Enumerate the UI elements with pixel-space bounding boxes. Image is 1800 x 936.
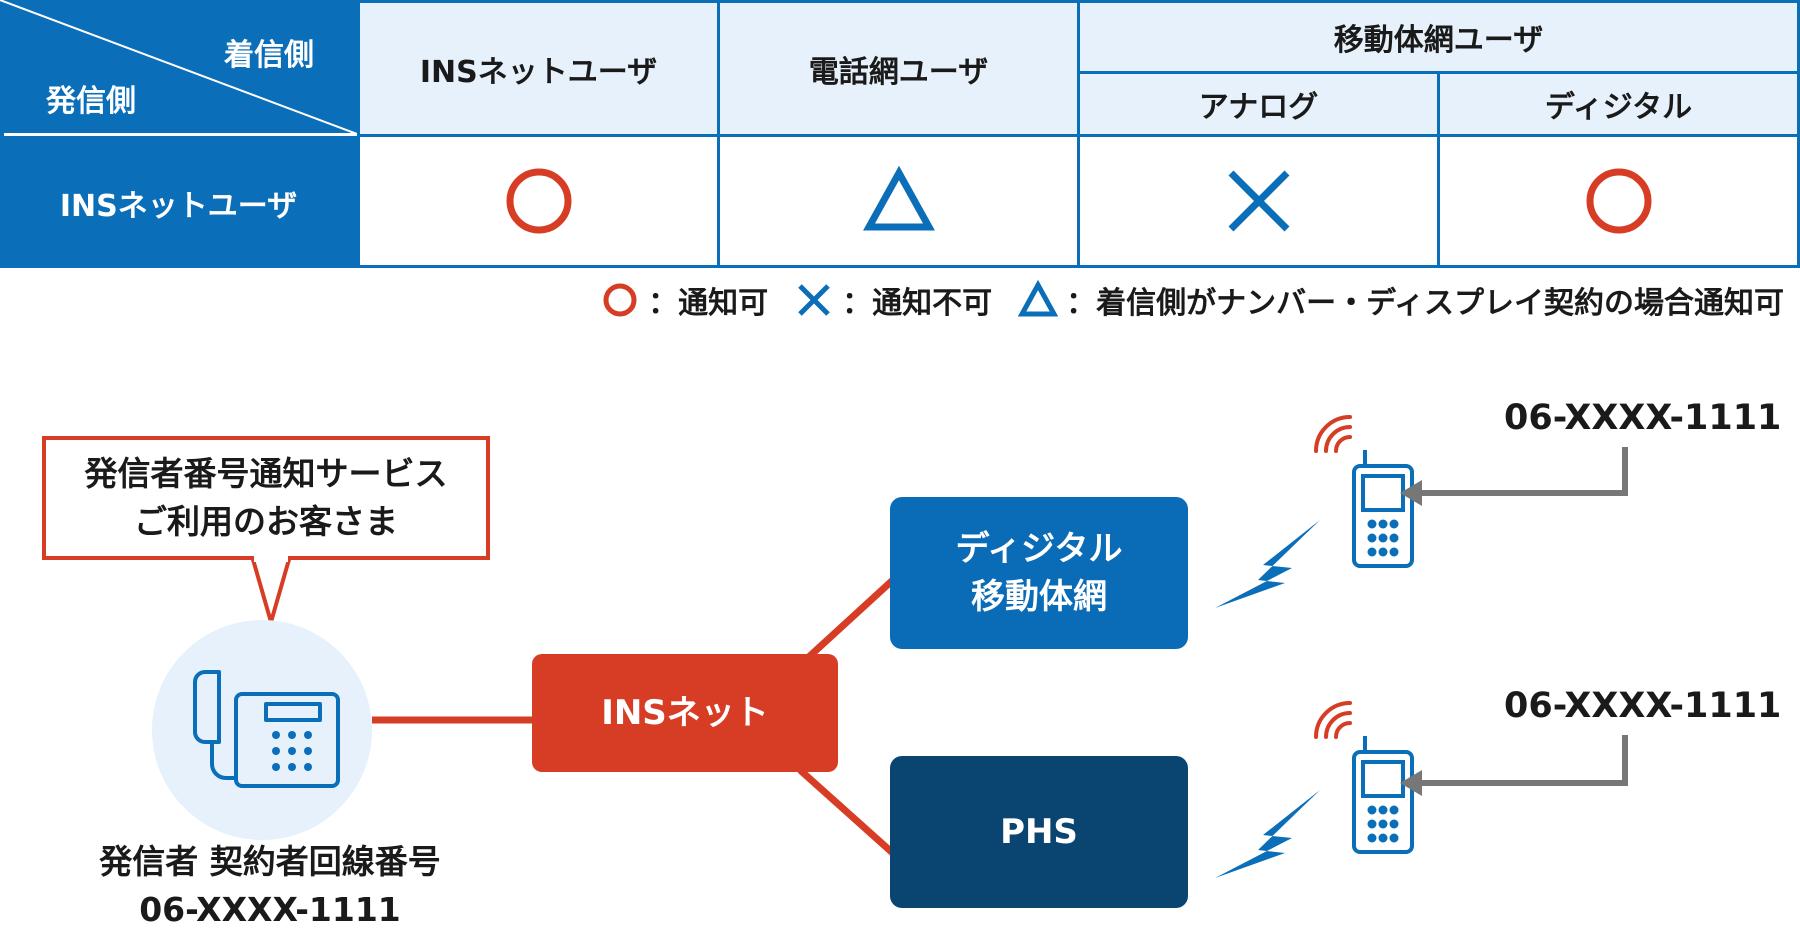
number-bottom: 06-XXXX-1111 [1504,686,1782,726]
circle-mark-icon [603,283,637,317]
callout-pointer [249,554,293,630]
corner-sender-label: 発信側 [46,84,136,119]
line-ins-phs [797,767,898,858]
legend-item-triangle: ：着信側がナンバー・ディスプレイ契約の場合通知可 [1018,278,1784,322]
callout-line1: 発信者番号通知サービス [84,454,448,493]
lightning-bolt-icon [1215,790,1320,878]
signal-waves-icon [1314,415,1352,453]
caller-line1: 発信者 契約者回線番号 [99,842,441,881]
digital-line1: ディジタル [955,529,1123,569]
circle-mark-icon [1586,168,1651,234]
cell-ins-to-ins [360,137,717,265]
circle-mark-icon [506,168,571,234]
cell-ins-to-digital [1440,137,1797,265]
caller-number: 06-XXXX-1111 [139,890,401,929]
ins-net-box: INSネット [532,654,838,772]
digital-mobile-box: ディジタル 移動体網 [890,497,1188,649]
mobile-phone-icon [1352,450,1414,568]
corner-divider [4,133,357,136]
corner-diagonal [0,0,357,134]
header-ins-user: INSネットユーザ [360,3,717,134]
phs-label: PHS [1000,812,1078,852]
cell-ins-to-analog [1080,137,1437,265]
legend-text-cross: ：通知不可 [842,286,993,321]
caller-label: 発信者 契約者回線番号 06-XXXX-1111 [40,838,500,934]
cross-mark-icon [1228,170,1289,232]
digital-line2: 移動体網 [971,577,1107,617]
callout-pointer-join [254,554,288,562]
lightning-bolt-icon [1215,520,1320,608]
service-callout: 発信者番号通知サービス ご利用のお客さま [42,436,490,560]
legend-item-circle: ：通知可 [600,278,768,322]
legend-item-cross: ：通知不可 [794,278,992,322]
row-header-ins-user: INSネットユーザ [59,188,298,224]
desk-phone-icon [193,670,340,788]
legend-text-triangle: ：着信側がナンバー・ディスプレイ契約の場合通知可 [1066,286,1784,321]
cell-ins-to-phone [720,137,1077,265]
callout-line2: ご利用のお客さま [134,502,398,541]
signal-waves-icon [1314,701,1352,739]
header-mobile-digital: ディジタル [1440,74,1797,134]
header-phone-user: 電話網ユーザ [720,3,1077,134]
line-ins-digital [797,575,898,668]
notification-table: 着信側 発信側 INSネットユーザ 電話網ユーザ 移動体網ユーザ アナログ ディ… [0,0,1800,268]
header-mobile-analog: アナログ [1080,74,1437,134]
ins-net-label: INSネット [601,693,769,733]
legend-text-circle: ：通知可 [648,286,769,321]
legend: ：通知可 ：通知不可 ：着信側がナンバー・ディスプレイ契約の場合通知可 [574,278,1784,322]
triangle-mark-icon [862,165,935,231]
arrow-left-icon [1400,735,1628,796]
number-top: 06-XXXX-1111 [1504,398,1782,438]
phs-box: PHS [890,756,1188,908]
cross-mark-icon [798,284,830,316]
arrow-left-icon [1400,447,1628,506]
triangle-mark-icon [1018,280,1059,317]
header-mobile-group: 移動体網ユーザ [1080,3,1797,71]
corner-receiver-label: 着信側 [224,38,314,73]
mobile-phone-icon [1352,736,1414,854]
table-corner: 着信側 発信側 [0,0,357,134]
